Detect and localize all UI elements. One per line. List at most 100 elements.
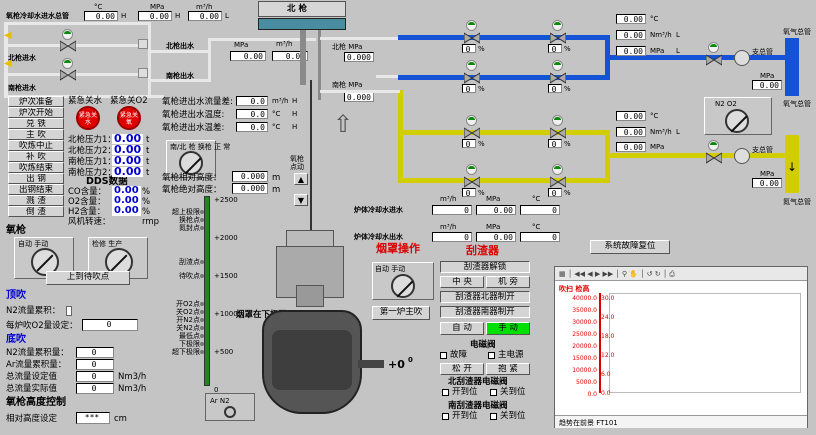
unit-t: t	[146, 168, 150, 178]
unit-temp: °C	[532, 223, 541, 231]
converter-shell	[272, 330, 352, 390]
outlet-unit: m³/h	[272, 97, 289, 105]
fault-reset-button[interactable]: 系统故障复位	[590, 240, 670, 254]
valve-status-icon	[708, 42, 719, 53]
valve-icon[interactable]	[550, 32, 566, 44]
unit-pct: %	[478, 85, 485, 93]
bottom-blow-value[interactable]: 0	[76, 347, 114, 358]
valve-icon[interactable]	[464, 176, 480, 188]
process-step-button[interactable]: 出 钢	[8, 173, 64, 184]
lance-switch-dial[interactable]: 南/北 枪 换枪 正 常	[166, 140, 230, 178]
n2-total-mpa: 0.00	[752, 178, 782, 188]
valve-icon[interactable]	[60, 69, 76, 81]
hood-ops-title: 烟罩操作	[376, 242, 420, 255]
scale-point-label: 关O2点	[176, 308, 200, 316]
close-pos-label: 关到位	[500, 387, 526, 397]
to-standby-button[interactable]: 上到待吹点	[46, 271, 130, 285]
pressure-value: 0.00	[112, 165, 144, 178]
trend-y-label: 10000.0	[572, 367, 597, 374]
process-step-button[interactable]: 主 吹	[8, 129, 64, 140]
loosen-button[interactable]: 松 开	[440, 363, 484, 375]
hood-auto-manual-switch[interactable]: 自动 手动	[372, 262, 434, 300]
valve-open-value: 0	[462, 188, 476, 197]
grip-button[interactable]: 抱 紧	[486, 363, 530, 375]
auto-button[interactable]: 自 动	[440, 322, 484, 335]
trend-header: 吹扫 检高	[559, 285, 590, 293]
fault-indicator	[440, 352, 447, 359]
outlet-unit: °C	[272, 110, 281, 118]
sensor-icon	[138, 39, 148, 49]
valve-icon[interactable]	[550, 127, 566, 139]
jog-label: 氧枪 点动	[290, 155, 304, 171]
valve-icon[interactable]	[706, 152, 722, 164]
valve-icon[interactable]	[550, 176, 566, 188]
local-button[interactable]: 机 旁	[486, 276, 530, 288]
height-value[interactable]: ***	[76, 412, 110, 424]
process-step-button[interactable]: 吹炼中止	[8, 140, 64, 151]
jog-up-button[interactable]: ▲	[294, 173, 308, 185]
top-blow-title: 顶吹	[6, 290, 26, 301]
n2-total-label: 氮气总管	[783, 198, 811, 206]
process-step-button[interactable]: 炉次开始	[8, 107, 64, 118]
dds-value: 0.00	[112, 205, 141, 216]
center-button[interactable]: 中 央	[440, 276, 484, 288]
first-heat-blow-button[interactable]: 第一炉主吹	[372, 306, 430, 320]
valve-status-icon	[466, 115, 477, 126]
flag-l: L	[225, 12, 229, 20]
dds-unit: %	[142, 197, 151, 207]
process-step-button[interactable]: 炉次准备	[8, 96, 64, 107]
bottom-blow-value[interactable]: 0	[76, 359, 114, 370]
scale-tick-label: +2500	[214, 196, 238, 204]
valve-status-icon	[552, 115, 563, 126]
manual-button[interactable]: 手 动	[486, 322, 530, 335]
unit-t: t	[146, 157, 150, 167]
o2-main-pipe	[785, 38, 799, 96]
emergency-water-button[interactable]: 紧急关水	[76, 106, 100, 130]
process-step-button[interactable]: 兑 铁	[8, 118, 64, 129]
ar-n2-switch[interactable]: Ar N2	[205, 393, 255, 421]
valve-icon[interactable]	[550, 72, 566, 84]
trend-y-label: 40000.0	[572, 295, 597, 302]
process-step-button[interactable]: 溅 渣	[8, 195, 64, 206]
outlet-mpa-value: 0.00	[230, 51, 266, 61]
unit-flow: Nm³/h	[650, 128, 672, 136]
jog-down-button[interactable]: ▼	[294, 194, 308, 206]
south-scraper-open-button[interactable]: 刮渣器南器制开	[440, 306, 530, 318]
bottom-blow-value[interactable]: 0	[76, 371, 114, 382]
close-indicator	[490, 389, 497, 396]
valve-icon[interactable]	[706, 54, 722, 66]
lance-rod	[300, 30, 306, 85]
bottom-blow-value[interactable]: 0	[76, 383, 114, 394]
valve-open-value: 0	[548, 188, 562, 197]
trend-window[interactable]: ▦ │ ◀◀ ◀ ▶ ▶▶ │ ⚲ ✋ │ ↺ ↻ │ ⎙ 吹扫 检高 趋势在前…	[554, 266, 808, 428]
process-step-button[interactable]: 吹炼结束	[8, 162, 64, 173]
scale-point-label: 换枪点	[179, 216, 200, 224]
process-step-button[interactable]: 出钢结束	[8, 184, 64, 195]
process-step-button[interactable]: 补 吹	[8, 151, 64, 162]
bottom-blow-title: 底吹	[6, 334, 26, 345]
cooling-out-flow: 0	[432, 232, 472, 242]
valve-icon[interactable]	[60, 40, 76, 52]
unit-temp: °C	[650, 15, 659, 23]
scraper-unlock-button[interactable]: 刮渣器解锁	[440, 261, 530, 273]
trend-footer: 趋势在前景 FT101	[555, 415, 807, 428]
scale-point-marker	[200, 274, 204, 278]
n2-flow-value: 0.00	[616, 127, 646, 137]
n2-o2-switch[interactable]: N2 O2	[704, 97, 772, 135]
north-scraper-open-button[interactable]: 刮渣器北器制开	[440, 291, 530, 303]
process-step-button[interactable]: 倒 渣	[8, 206, 64, 217]
north-mpa-label: 北枪 MPa	[332, 43, 363, 51]
valve-icon[interactable]	[464, 72, 480, 84]
emergency-o2-button[interactable]: 紧急关氧	[117, 106, 141, 130]
scale-point-marker	[200, 226, 204, 230]
trend-toolbar-icons[interactable]: ▦ │ ◀◀ ◀ ▶ ▶▶ │ ⚲ ✋ │ ↺ ↻ │ ⎙	[559, 270, 675, 278]
valve-icon[interactable]	[464, 32, 480, 44]
pipe	[4, 73, 149, 76]
y-axis	[599, 293, 601, 393]
per-blow-value[interactable]: 0	[82, 319, 138, 331]
valve-icon[interactable]	[464, 127, 480, 139]
o2-pipe	[398, 35, 610, 40]
scale-point-marker	[200, 302, 204, 306]
pipe	[4, 95, 164, 98]
outlet-label: 氧枪进出水温度:	[162, 110, 225, 120]
